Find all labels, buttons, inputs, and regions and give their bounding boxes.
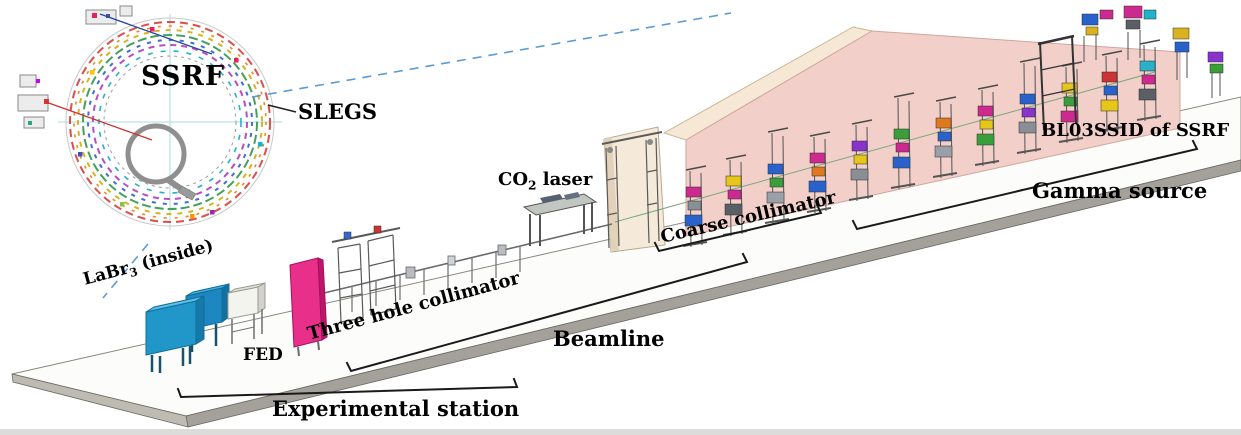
bracket-beamline	[345, 252, 749, 373]
storage-ring-diagram	[58, 14, 282, 230]
label-co2-suffix: laser	[536, 169, 593, 190]
shield-door	[289, 257, 328, 357]
equipment-cluster	[1136, 39, 1162, 122]
ring-crosshair	[58, 14, 282, 230]
bracket-gamma-source	[851, 139, 1199, 231]
equipment-cluster	[1098, 50, 1124, 133]
coarse-collimator-tower	[601, 131, 663, 249]
ring-lattice	[65, 17, 275, 227]
beamline-pipe	[323, 223, 613, 294]
label-ssrf: SSRF	[141, 61, 226, 92]
injection-line-red	[45, 101, 153, 141]
label-experimental-station: Experimental station	[272, 396, 520, 421]
gamma-source-equipment	[1081, 5, 1224, 98]
hutch-equipment	[682, 34, 1162, 248]
labr3-detectors	[145, 283, 230, 373]
platform-left-edge	[11, 373, 189, 428]
label-bl03ssid: BL03SSID of SSRF	[1041, 120, 1230, 141]
figure-bottom-rule	[0, 429, 1241, 435]
equipment-cluster	[806, 131, 832, 214]
label-slegs: SLEGS	[298, 99, 378, 124]
slegs-pointer-line	[267, 104, 297, 113]
fed-detector	[227, 282, 266, 344]
label-co2-laser: CO2 laser	[498, 170, 592, 193]
equipment-cluster	[932, 96, 958, 179]
booster-ring	[125, 123, 197, 201]
bracket-experimental-station	[176, 377, 519, 399]
ring-satellite-cluster-top	[85, 5, 133, 25]
co2-laser-table	[522, 192, 598, 246]
label-co2-prefix: CO	[498, 169, 529, 190]
equipment-cluster	[890, 92, 916, 190]
label-co2-subscript: 2	[528, 178, 537, 193]
equipment-cluster	[1016, 57, 1042, 155]
gantry-frame	[1037, 34, 1077, 131]
hutch-tower-shade	[604, 137, 619, 252]
equipment-cluster	[974, 84, 1000, 167]
label-beamline: Beamline	[553, 326, 665, 351]
bracket-coarse-collimator	[653, 203, 823, 253]
label-fed: FED	[243, 345, 283, 365]
beamline-supports	[351, 244, 521, 312]
label-gamma-source: Gamma source	[1032, 178, 1208, 203]
equipment-cluster	[764, 127, 790, 225]
equipment-cluster	[1058, 61, 1084, 144]
callout-line-lower	[102, 243, 149, 299]
callout-line-upper	[251, 12, 732, 98]
three-hole-collimator-frames	[331, 225, 401, 323]
ring-satellite-cluster-left	[17, 74, 49, 129]
equipment-cluster	[848, 119, 874, 202]
injection-line-blue	[99, 13, 213, 55]
